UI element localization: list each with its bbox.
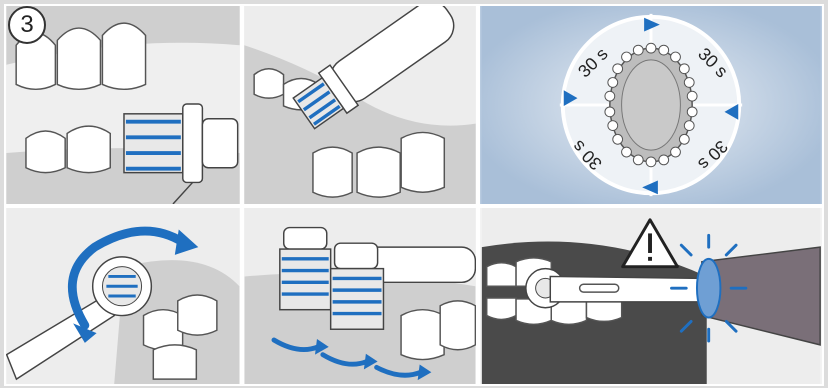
illustration-pressure-warning xyxy=(480,208,822,384)
step-number-badge: 3 xyxy=(8,6,46,44)
panel-quadrant-timer: 30 s 30 s 30 s 30 s xyxy=(478,4,824,206)
illustration-quadrant-timer: 30 s 30 s 30 s 30 s xyxy=(480,6,822,204)
illustration-tooth-to-tooth xyxy=(244,208,476,384)
panel-brush-chewing-surfaces xyxy=(242,4,478,206)
illustration-rotation-motion xyxy=(6,208,240,384)
panel-rotation-motion xyxy=(4,206,242,386)
panel-pressure-warning xyxy=(478,206,824,386)
illustration-chewing-surfaces xyxy=(244,6,476,204)
panel-tooth-to-tooth xyxy=(242,206,478,386)
